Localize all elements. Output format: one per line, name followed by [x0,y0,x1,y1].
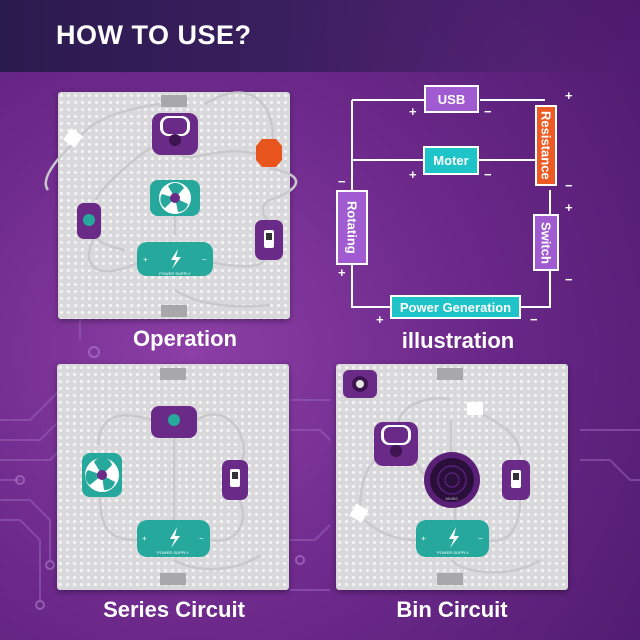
caption-series: Series Circuit [103,597,245,622]
svg-text:−: − [478,534,483,543]
illu-moter: Moter [423,146,479,175]
svg-text:+: + [421,534,426,543]
connector-cube [63,128,83,148]
sign-switch-minus: − [565,272,573,287]
bin-switch-module [502,460,530,500]
illu-resistance: Resistance [535,105,557,186]
sign-usb-plus: + [409,104,417,119]
series-button-module [151,406,197,438]
bin-music-label: MUSIC [445,496,459,501]
series-power-supply-label: POWER SUPPLY [157,550,189,555]
bin-rail-top [437,368,463,380]
series-fan-module [82,453,122,497]
series-switch-module [222,460,248,500]
sign-rotating-plus: + [338,265,346,280]
bin-power-supply-label: POWER SUPPLY [437,550,469,555]
caption-operation: Operation [133,326,237,351]
sign-resistance-plus: + [565,88,573,103]
svg-text:+: + [143,255,148,264]
series-power-supply-module: + − [137,520,210,557]
header-banner: HOW TO USE? [0,0,640,72]
sign-moter-plus: + [409,167,417,182]
switch-module [255,220,283,260]
sign-usb-minus: − [484,104,492,119]
bin-connector-cube-left [349,503,369,523]
series-rail-bottom [160,573,186,585]
bin-power-supply-module: + − [416,520,489,557]
bin-music-module [424,452,480,508]
illu-usb: USB [424,85,479,113]
sign-moter-minus: − [484,167,492,182]
caption-illustration: illustration [401,328,515,353]
rail-top [161,95,187,107]
sign-switch-plus: + [565,200,573,215]
sign-power-minus: − [530,312,538,327]
sign-power-plus: + [376,312,384,327]
caption-bin: Bin Circuit [396,597,508,622]
sign-rotating-minus: − [338,174,346,189]
rail-bottom [161,305,187,317]
button-module [77,203,101,239]
page-title: HOW TO USE? [56,20,252,50]
sign-resistance-minus: − [565,178,573,193]
illu-switch: Switch [533,214,559,271]
power-supply-module: + − [137,242,213,276]
fan-module [150,180,200,216]
orange-light-module [256,139,282,167]
bin-connector-cube-top [467,402,483,415]
series-rail-top [160,368,186,380]
svg-text:−: − [199,534,204,543]
power-supply-label: POWER SUPPLY [159,271,191,276]
bin-knob-module [343,370,377,398]
bin-motor-module [374,422,418,466]
motor-module [152,113,198,155]
bin-rail-bottom [437,573,463,585]
svg-text:+: + [142,534,147,543]
svg-text:−: − [202,255,207,264]
illu-rotating: Rotating [336,190,368,265]
illu-power-generation: Power Generation [390,295,521,319]
